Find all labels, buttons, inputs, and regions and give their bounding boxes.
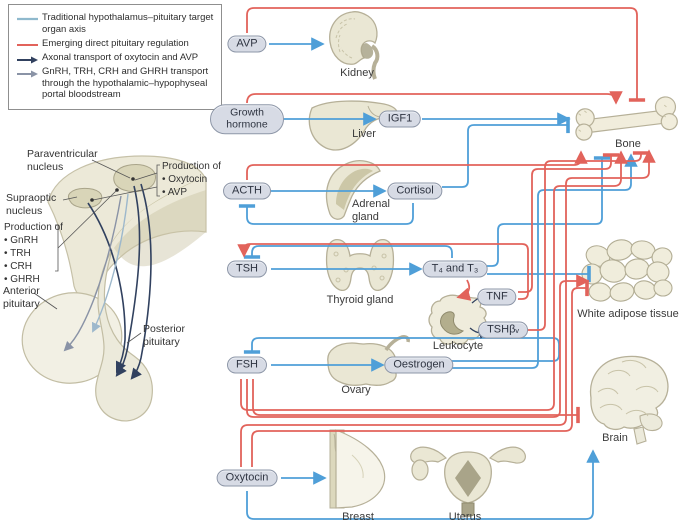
production-title: Production of <box>4 222 63 233</box>
kidney-illustration <box>329 11 380 80</box>
leukocyte-label: Leukocyte <box>432 340 484 352</box>
t4t3-to-bone-line <box>487 156 611 267</box>
gray-arrow-icon <box>17 70 38 78</box>
brain-illustration <box>589 355 669 445</box>
adrenal-gland-label: Adrenal gland <box>352 198 390 224</box>
legend-label: Traditional hypothalamus–pituitary targe… <box>42 12 214 35</box>
acth-pill: ACTH <box>223 182 271 200</box>
avp-pill: AVP <box>227 35 267 53</box>
oestrogen-pill: Oestrogen <box>384 356 454 374</box>
legend-item-traditional: Traditional hypothalamus–pituitary targe… <box>16 12 215 36</box>
oxytocin-to-brain-line <box>246 449 600 520</box>
thyroid-illustration <box>325 238 395 292</box>
oestrogen-to-bone-line <box>452 153 638 369</box>
red-line-icon <box>17 43 38 46</box>
legend-label: Axonal transport of oxytocin and AVP <box>42 51 199 63</box>
igf1-pill: IGF1 <box>378 110 422 128</box>
anterior-pituitary-label: Anterior pituitary <box>3 285 40 310</box>
cortisol-pill: Cortisol <box>387 182 443 200</box>
brain-label: Brain <box>602 432 628 444</box>
t4-t3-pill: T₄ and T₃ <box>422 260 488 278</box>
red-regulation-lines <box>237 7 656 467</box>
legend-label: Emerging direct pituitary regulation <box>42 37 189 49</box>
fsh-to-wat-line <box>246 274 590 418</box>
bone-illustration <box>575 96 678 141</box>
production-gnrh-list: Production of GnRH TRH CRH GHRH <box>4 221 64 286</box>
tnf-to-tsh-line <box>237 243 529 300</box>
thyroid-gland-label: Thyroid gland <box>326 294 394 306</box>
fsh-to-brain-line <box>252 379 580 424</box>
fsh-to-bone-line <box>240 150 628 411</box>
oxytocin-to-wat-line <box>251 279 589 467</box>
uterus-illustration <box>410 446 526 517</box>
uterus-label: Uterus <box>448 511 482 523</box>
production-title: Production of <box>162 161 221 172</box>
cortisol-to-bone-line <box>442 116 570 188</box>
blue-axis-lines <box>238 37 638 520</box>
production-oxytocin-avp-list: Production of Oxytocin AVP <box>162 160 224 199</box>
legend-item-emerging: Emerging direct pituitary regulation <box>16 38 215 50</box>
anterior-pituitary-shape <box>21 292 123 384</box>
adrenal-illustration <box>325 160 381 220</box>
tnf-pill: TNF <box>477 288 517 306</box>
tshbv-pill: TSHβᵥ <box>478 321 528 339</box>
ovary-label: Ovary <box>341 384 371 396</box>
portal-line-blue <box>92 193 129 333</box>
dark-arrow-icon <box>17 56 38 64</box>
legend-label: GnRH, TRH, CRH and GHRH transport throug… <box>42 65 209 101</box>
production-item: CRH <box>4 260 64 273</box>
gh-to-bone-line <box>246 91 623 105</box>
acth-to-bone-line <box>246 150 588 180</box>
legend-item-portal: GnRH, TRH, CRH and GHRH transport throug… <box>16 66 215 102</box>
fsh-pill: FSH <box>227 356 267 374</box>
white-adipose-tissue-label: White adipose tissue <box>577 308 679 320</box>
bone-label: Bone <box>615 138 641 150</box>
leukocyte-illustration <box>428 294 487 345</box>
axon-line-3 <box>87 202 127 374</box>
oxytocin-pill: Oxytocin <box>216 469 278 487</box>
production-item: GHRH <box>4 273 64 286</box>
cortisol-to-acth-feedback-line <box>238 203 414 225</box>
posterior-pituitary-label: Posterior pituitary <box>143 323 186 348</box>
growth-hormone-pill: Growth hormone <box>210 104 284 134</box>
production-item: GnRH <box>4 234 64 247</box>
blue-line-icon <box>17 17 38 21</box>
avp-to-bone-line <box>246 7 646 102</box>
production-item: TRH <box>4 247 64 260</box>
kidney-label: Kidney <box>340 67 374 79</box>
axon-line-2 <box>130 183 152 380</box>
oxytocin-to-bone-line <box>240 149 656 467</box>
portal-line-gray <box>63 195 122 352</box>
oestrogen-to-fsh-feedback-line <box>243 337 560 362</box>
tshbv-to-bone-line <box>525 151 650 331</box>
t4t3-to-tsh-feedback-line <box>243 245 453 259</box>
tnf-to-bone-line <box>518 153 620 293</box>
breast-label: Breast <box>342 511 374 523</box>
tsh-pill: TSH <box>227 260 267 278</box>
paraventricular-nucleus-shape <box>113 164 156 193</box>
white-adipose-tissue-illustration <box>581 239 673 302</box>
liver-label: Liver <box>352 128 376 140</box>
organ-illustrations <box>308 11 678 517</box>
breast-illustration <box>329 429 386 509</box>
legend-item-axonal: Axonal transport of oxytocin and AVP <box>16 52 215 64</box>
supraoptic-nucleus-label: Supraoptic nucleus <box>6 192 57 217</box>
t4t3-to-leukocyte-line <box>456 279 472 301</box>
legend-box: Traditional hypothalamus–pituitary targe… <box>8 4 222 111</box>
production-item: AVP <box>162 186 224 199</box>
production-item: Oxytocin <box>162 173 224 186</box>
paraventricular-nucleus-label: Paraventricular nucleus <box>27 148 98 173</box>
